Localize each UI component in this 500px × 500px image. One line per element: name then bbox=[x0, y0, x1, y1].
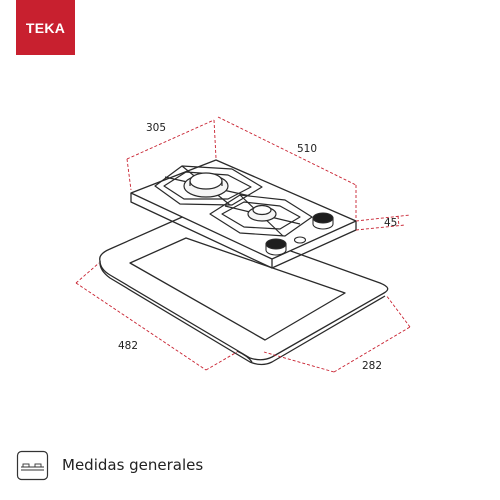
control-knob-front bbox=[265, 238, 287, 256]
hob-outline-icon bbox=[16, 450, 49, 481]
dimension-label-510: 510 bbox=[297, 143, 317, 155]
dimension-label-45: 45 bbox=[384, 217, 397, 229]
dimension-lines bbox=[75, 116, 411, 373]
brand-logo: TEKA bbox=[16, 0, 75, 55]
dimension-label-482: 482 bbox=[118, 340, 138, 352]
dimension-label-305: 305 bbox=[146, 122, 166, 134]
caption-text: Medidas generales bbox=[62, 456, 204, 474]
cutout-frame bbox=[99, 215, 389, 366]
brand-logo-text: TEKA bbox=[25, 19, 66, 36]
burner-large bbox=[183, 172, 229, 198]
ignition-button bbox=[293, 236, 307, 244]
control-knob-right bbox=[312, 212, 334, 230]
dimension-label-282: 282 bbox=[362, 360, 382, 372]
burner-small bbox=[247, 204, 277, 222]
